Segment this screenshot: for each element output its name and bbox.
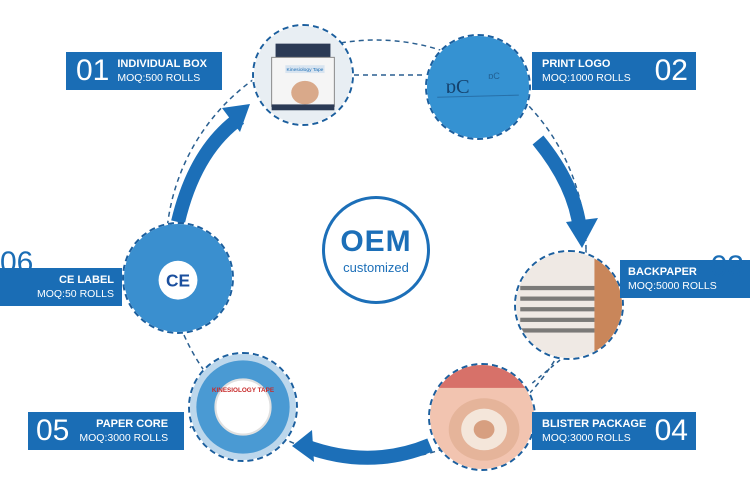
step-05-moq: MOQ:3000 ROLLS — [79, 432, 169, 444]
step-03-number: 03 — [710, 250, 744, 283]
arrow-04-05 — [302, 438, 433, 465]
step-03-moq: MOQ:5000 ROLLS — [628, 280, 717, 292]
oem-subtitle: customized — [343, 259, 409, 275]
step-03-title: BACKPAPER — [628, 266, 697, 278]
print-logo-photo: ɒC ɒC — [425, 34, 531, 140]
step-02-label: PRINT LOGO MOQ:1000 ROLLS 02 — [532, 52, 696, 90]
ce-mark-text: CE — [166, 271, 190, 291]
step-05-title: PAPER CORE — [96, 418, 169, 430]
step-05-number: 05 — [36, 414, 70, 447]
step-01-label: 01 INDIVIDUAL BOX MOQ:500 ROLLS — [66, 52, 222, 90]
ce-label-photo: CE — [122, 222, 234, 334]
arrow-02-03 — [532, 135, 587, 231]
oem-center-badge: OEM customized — [322, 196, 430, 304]
core-kinesio-text: KINESIOLOGY TAPE — [212, 387, 274, 394]
svg-text:ɒC: ɒC — [488, 71, 500, 81]
step-05-label: 05 PAPER CORE MOQ:3000 ROLLS — [28, 412, 184, 450]
step-06-number: 06 — [0, 246, 34, 279]
step-01-moq: MOQ:500 ROLLS — [117, 72, 201, 84]
backpaper-photo — [514, 250, 624, 360]
blister-package-photo — [428, 363, 536, 471]
oem-title: OEM — [340, 224, 412, 258]
step-02-moq: MOQ:1000 ROLLS — [542, 72, 631, 84]
individual-box-photo: Kinesiology Tape — [252, 24, 354, 126]
step-06-moq: MOQ:50 ROLLS — [36, 288, 114, 300]
arrow-06-01 — [171, 112, 245, 224]
step-06-title: CE LABEL — [59, 274, 114, 286]
arrow-04-05-head — [292, 430, 314, 462]
step-04-moq: MOQ:3000 ROLLS — [542, 432, 631, 444]
step-01-number: 01 — [76, 54, 110, 87]
step-02-title: PRINT LOGO — [542, 58, 611, 70]
paper-core-photo: KINESIOLOGY TAPE — [188, 352, 298, 462]
box-label-text: Kinesiology Tape — [287, 67, 324, 73]
step-01-title: INDIVIDUAL BOX — [117, 58, 208, 70]
arrow-06-01-head — [222, 104, 250, 132]
step-02-number: 02 — [654, 54, 688, 87]
step-03-label: BACKPAPER MOQ:5000 ROLLS 03 — [620, 252, 750, 298]
step-04-title: BLISTER PACKAGE — [542, 418, 647, 430]
arrow-02-03-head — [566, 218, 598, 248]
step-04-number: 04 — [654, 414, 688, 447]
step-04-label: BLISTER PACKAGE MOQ:3000 ROLLS 04 — [532, 412, 696, 450]
svg-text:ɒC: ɒC — [445, 76, 469, 98]
step-06-label: 06 CE LABEL MOQ:50 ROLLS — [0, 248, 122, 306]
